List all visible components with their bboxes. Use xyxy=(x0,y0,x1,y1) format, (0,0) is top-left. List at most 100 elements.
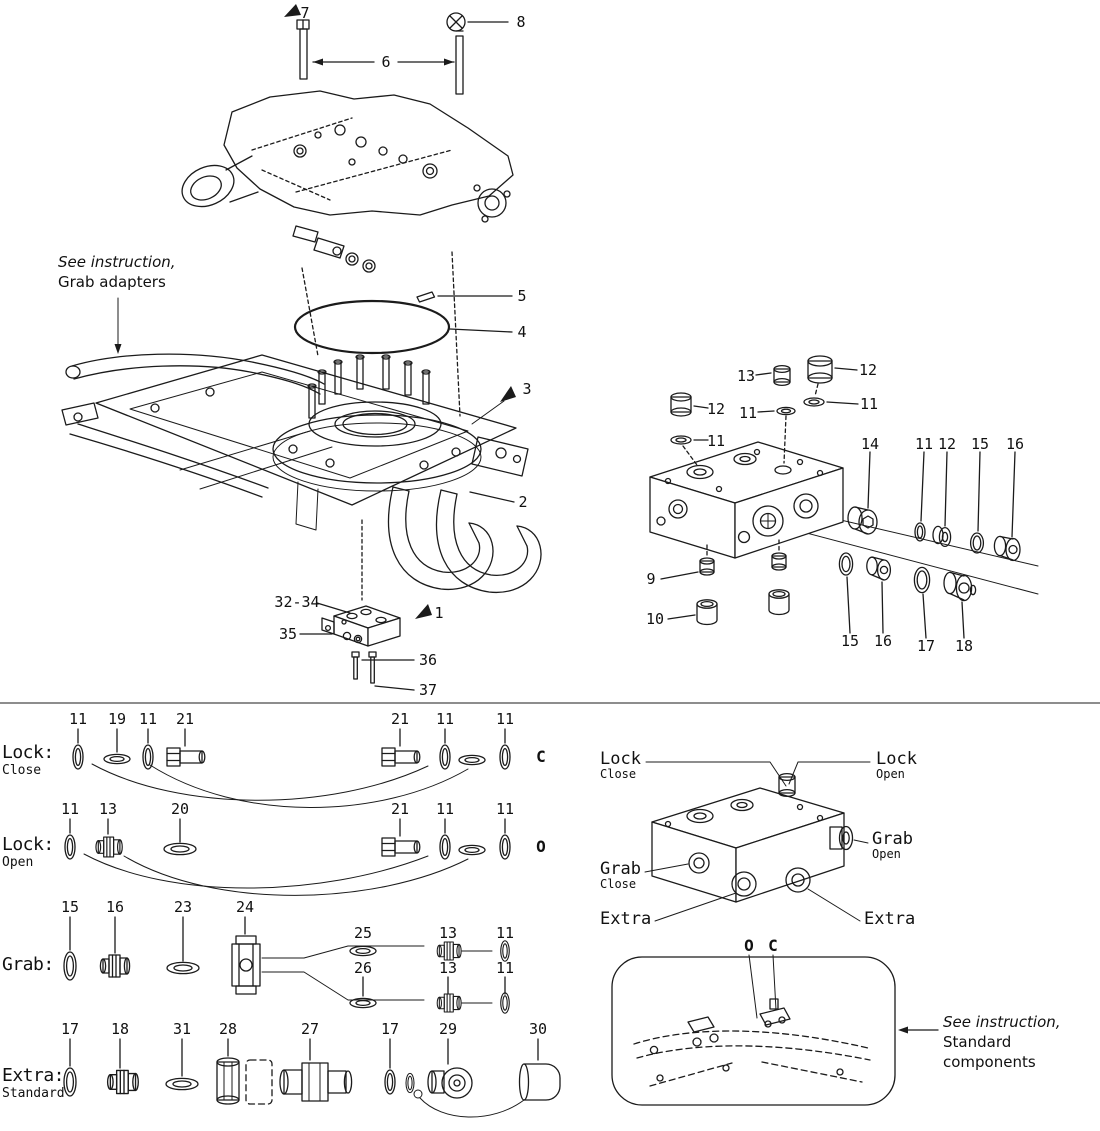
row-title-lock-open: Lock: Open xyxy=(2,835,54,871)
plug-12b-part xyxy=(807,355,858,384)
fitting-24-part xyxy=(231,935,261,995)
row2-callout-20: 20 xyxy=(171,800,189,818)
washer-11c-part xyxy=(803,397,859,407)
port-letter-C: C xyxy=(768,936,778,955)
row3-callout-26: 26 xyxy=(354,959,372,977)
callout-16: 16 xyxy=(1006,435,1024,453)
nut-28-part xyxy=(216,1057,273,1105)
cup-10-part xyxy=(667,599,718,626)
row3-callout-25: 25 xyxy=(354,924,372,942)
port-label-grab-close: Grab Close xyxy=(600,860,641,891)
row-title-main: Extra: xyxy=(2,1065,65,1086)
oring-15e-part xyxy=(838,552,854,634)
row-title-sub: Standard xyxy=(2,1086,65,1101)
frame-yoke xyxy=(61,353,542,601)
port-label-main: Lock xyxy=(876,749,917,769)
port-label-sub: Close xyxy=(600,767,637,781)
callout-6: 6 xyxy=(381,53,390,71)
standard-components-box xyxy=(611,956,896,1106)
oring-15d-part xyxy=(969,451,985,554)
row2-callout-21: 21 xyxy=(391,800,409,818)
hose-kit-rows xyxy=(63,728,561,1118)
row2-callout-11: 11 xyxy=(496,800,514,818)
callout-18: 18 xyxy=(955,637,973,655)
sketch-components xyxy=(649,998,844,1082)
port-label-extra-right: Extra xyxy=(864,910,915,928)
callout-15: 15 xyxy=(971,435,989,453)
disc-12d-part xyxy=(932,451,952,548)
callout-1: 1 xyxy=(434,604,443,622)
row1-callout-11: 11 xyxy=(496,710,514,728)
note-line-italic: See instruction, xyxy=(943,1013,1061,1031)
callout-17: 17 xyxy=(917,637,935,655)
row-title-lock-close: Lock: Close xyxy=(2,743,54,779)
callout-11: 11 xyxy=(739,404,757,422)
row3-callout-11: 11 xyxy=(496,924,514,942)
row4-callout-28: 28 xyxy=(219,1020,237,1038)
screw-7-part xyxy=(284,4,310,80)
terminal-O: O xyxy=(536,837,546,856)
callout-37: 37 xyxy=(419,681,437,699)
port-label-main: Extra xyxy=(864,909,916,929)
plug-18-part xyxy=(943,571,977,639)
plug-12-part xyxy=(670,392,709,417)
callout-8: 8 xyxy=(516,13,525,31)
terminal-C: C xyxy=(536,747,546,766)
callout-36: 36 xyxy=(419,651,437,669)
callout-14: 14 xyxy=(861,435,879,453)
row-lock-close-parts xyxy=(72,728,511,808)
row-grab-parts xyxy=(63,916,510,1014)
washer-11d-part xyxy=(914,451,926,542)
callout-11: 11 xyxy=(915,435,933,453)
row4-callout-31: 31 xyxy=(173,1020,191,1038)
cap-30-part xyxy=(413,1063,561,1118)
callout-4: 4 xyxy=(517,323,526,341)
port-label-lock-close: Lock Close xyxy=(600,750,641,781)
callout-12: 12 xyxy=(938,435,956,453)
row4-callout-17: 17 xyxy=(381,1020,399,1038)
plug-29-part xyxy=(427,1067,473,1099)
screw-8-part xyxy=(446,12,509,95)
row-title-sub: Open xyxy=(2,855,34,870)
row4-callout-27: 27 xyxy=(301,1020,319,1038)
dimension-6 xyxy=(312,58,455,66)
adapter-plate-assembly xyxy=(272,354,482,492)
callout-32-34: 32-34 xyxy=(274,593,319,611)
row3-callout-11: 11 xyxy=(496,959,514,977)
lower-valve-block xyxy=(299,602,432,691)
port-label-sub: Close xyxy=(600,877,637,891)
row-title-sub: Close xyxy=(2,763,42,778)
row2-callout-13: 13 xyxy=(99,800,117,818)
plug-16d-part xyxy=(993,451,1021,562)
oring-4-part xyxy=(293,299,513,355)
standard-components-note: See instruction, Standard components xyxy=(943,1012,1100,1072)
row4-callout-29: 29 xyxy=(439,1020,457,1038)
row2-callout-11: 11 xyxy=(61,800,79,818)
port-letter-O: O xyxy=(744,936,754,955)
callout-13: 13 xyxy=(737,367,755,385)
row-lock-open-parts xyxy=(64,818,511,896)
callout-16: 16 xyxy=(874,632,892,650)
row1-callout-11: 11 xyxy=(139,710,157,728)
valve-block-exploded-view xyxy=(649,355,1039,639)
callout-10: 10 xyxy=(646,610,664,628)
callout-15: 15 xyxy=(841,632,859,650)
arrow-3 xyxy=(471,386,516,425)
grab-adapter-note-arrow xyxy=(114,297,122,354)
port-label-main: Grab xyxy=(600,859,641,879)
row1-callout-21: 21 xyxy=(176,710,194,728)
extra-couplers xyxy=(731,867,811,897)
plug-9-part xyxy=(660,544,715,580)
plug-14-part xyxy=(847,451,878,535)
row3-callout-16: 16 xyxy=(106,898,124,916)
callout-2: 2 xyxy=(518,493,527,511)
cup-10b-part xyxy=(768,589,790,616)
pin-5-part xyxy=(416,291,513,303)
callout-7: 7 xyxy=(300,4,309,22)
plug-13-part xyxy=(755,364,791,387)
row3-callout-15: 15 xyxy=(61,898,79,916)
port-label-lock-open: Lock Open xyxy=(876,750,917,781)
